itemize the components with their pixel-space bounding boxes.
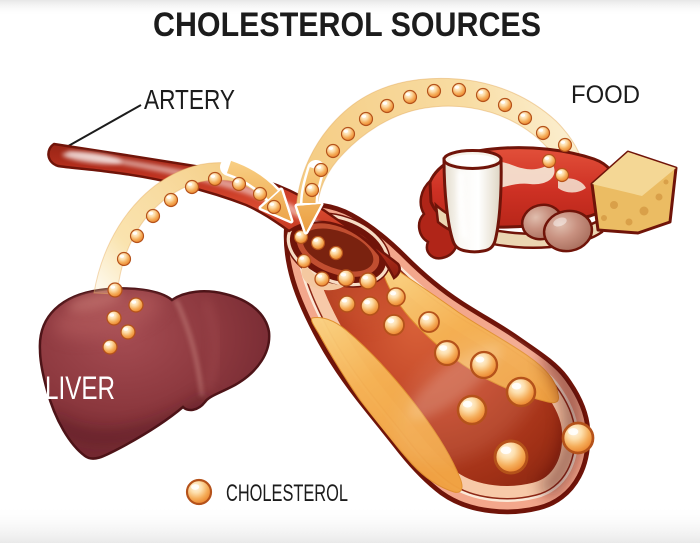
cholesterol-particle [402,89,418,105]
cholesterol-particle [358,111,374,127]
cholesterol-particle [535,125,551,141]
liver-label: LIVER [45,370,115,406]
cholesterol-particle [338,295,356,313]
cheese-hole [663,179,669,185]
cholesterol-particle [475,87,491,103]
cholesterol-particle [426,83,442,99]
milk-surface [449,154,496,167]
eggs [520,203,594,253]
cheese-hole [610,201,618,209]
glass-body [442,157,503,254]
milk-glass [442,149,503,254]
cholesterol-particle [497,97,513,113]
cholesterol-particle [433,339,461,367]
cholesterol-particle [451,82,467,98]
cholesterol-particle [107,282,123,298]
cheese-hole [655,193,663,201]
cheese-hole [601,215,607,221]
cholesterol-particle [296,253,312,269]
tube-gloss-tip [62,151,122,165]
cholesterol-particle [554,167,570,183]
cholesterol-particle [340,126,356,142]
cholesterol-particle [252,186,268,202]
cholesterol-particle [456,394,488,426]
cholesterol-particle [383,314,405,336]
food-label: FOOD [571,81,640,109]
cheese-top-face [592,152,676,196]
cholesterol-particle [541,153,557,169]
glass-highlight [457,172,468,238]
liver-lobe-edge-light [201,298,219,397]
cheese-hole [625,218,633,226]
cholesterol-particle [418,311,440,333]
artery-pointer-line [62,104,142,150]
cholesterol-particle [379,98,395,114]
cholesterol-particle [102,339,118,355]
cholesterol-particle [360,296,380,316]
cholesterol-particle [231,176,247,192]
cholesterol-particle [106,310,122,326]
egg-front [542,209,594,253]
cholesterol-particle [493,439,529,475]
cholesterol-particle [266,199,282,215]
artery-tube [47,142,401,280]
cholesterol-particle [310,235,326,251]
cholesterol-particle [337,269,355,287]
artery-label: ARTERY [144,84,235,115]
cholesterol-particle-on-rim [561,421,595,455]
liver-crease [174,299,204,397]
opening-lining-crescent [301,262,347,291]
cholesterol-particle [129,228,145,244]
cholesterol-particle [313,162,329,178]
page-title: CHOLESTEROL SOURCES [153,6,541,44]
cholesterol-particle [386,287,406,307]
cheese [590,150,678,235]
cholesterol-particle [359,272,377,290]
cholesterol-particle [128,297,144,313]
background-bottom-shade [0,505,700,543]
cholesterol-particle [163,192,179,208]
cholesterol-particle [116,251,132,267]
cholesterol-particle [304,182,320,198]
legend-label: CHOLESTEROL [226,480,348,507]
cholesterol-particle [325,143,341,159]
cholesterol-ball-icon [185,478,213,506]
arrow-head [297,204,321,232]
egg-gloss [553,217,567,227]
cholesterol-particle [505,376,537,408]
steak-marbling-small [558,178,586,193]
legend: CHOLESTEROL [185,478,348,507]
cholesterol-particle [557,137,573,153]
cholesterol-particle [120,324,136,340]
cholesterol-particle [328,245,344,261]
cholesterol-particle [517,110,533,126]
cheese-hole [639,206,649,216]
background-top-shade [0,0,700,16]
food-group [417,146,678,260]
cholesterol-particle [184,179,200,195]
cholesterol-particle [145,208,161,224]
cholesterol-particle [469,350,499,380]
cholesterol-particle [314,271,330,287]
liver-highlight-small [67,290,123,312]
cholesterol-particle [207,171,223,187]
